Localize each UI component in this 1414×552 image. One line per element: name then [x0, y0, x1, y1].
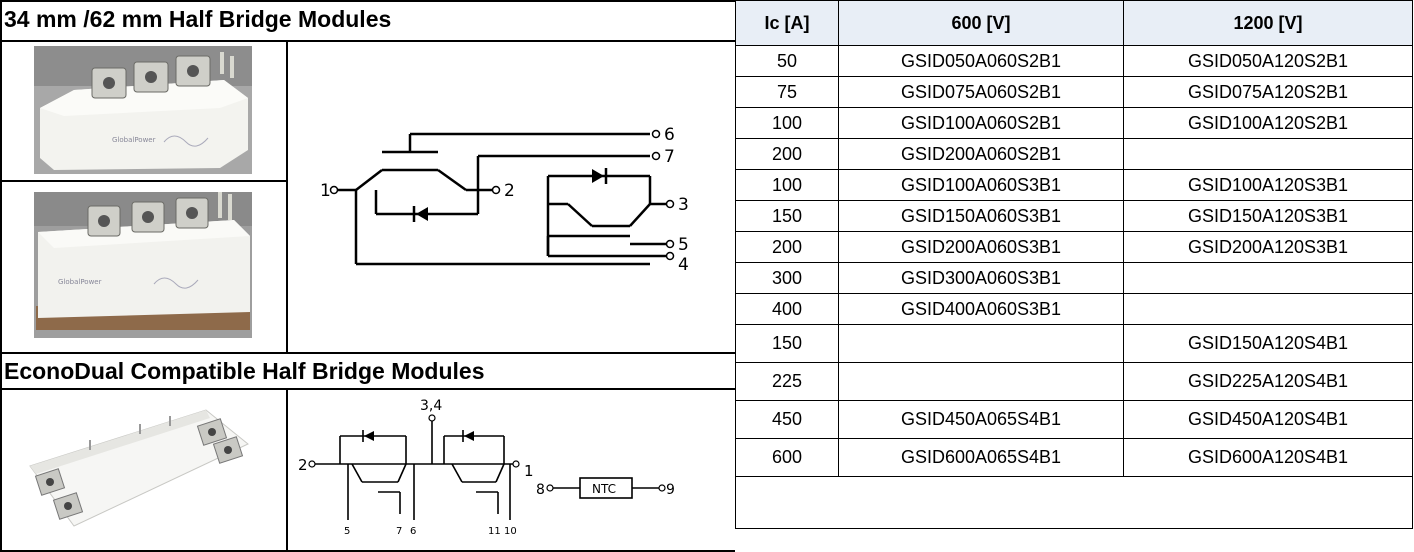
- photo-divider: [0, 180, 287, 182]
- pin-label-4: 4: [678, 255, 689, 275]
- pin-label-5b: 5: [344, 526, 350, 537]
- cell-1200v: GSID600A120S4B1: [1123, 438, 1413, 477]
- cell-1200v: [1123, 138, 1413, 170]
- frame-top: [0, 0, 735, 2]
- cell-1200v: GSID150A120S3B1: [1123, 200, 1413, 232]
- cell-600v: GSID075A060S2B1: [838, 76, 1124, 108]
- section-title-econodual: EconoDual Compatible Half Bridge Modules: [4, 358, 485, 384]
- pin-label-1: 1: [320, 181, 331, 201]
- section2-top-divider: [0, 352, 735, 354]
- pin-label-1b: 1: [524, 462, 534, 480]
- module-brand-text-2: GlobalPower: [58, 278, 102, 286]
- photo-column-divider-2: [286, 388, 288, 552]
- pin-label-2b: 2: [298, 456, 308, 474]
- pin-label-6: 6: [664, 125, 675, 145]
- table-row-empty: [735, 476, 1413, 529]
- frame-bottom: [0, 550, 735, 552]
- header-current: Ic [A]: [735, 0, 839, 46]
- cell-1200v: GSID100A120S3B1: [1123, 169, 1413, 201]
- cell-current: 400: [735, 293, 839, 325]
- table-row: 150 GSID150A120S4B1: [735, 324, 1413, 363]
- cell-current: 600: [735, 438, 839, 477]
- half-bridge-schematic-34-62mm: 1 2 3 4 5 6 7: [320, 125, 689, 275]
- section-title-half-bridge: 34 mm /62 mm Half Bridge Modules: [4, 6, 392, 32]
- cell-1200v: GSID050A120S2B1: [1123, 45, 1413, 77]
- module-photo-34mm: GlobalPower: [34, 46, 252, 174]
- cell-empty: [735, 476, 1413, 529]
- cell-1200v: GSID225A120S4B1: [1123, 362, 1413, 401]
- module-overview-panel: 34 mm /62 mm Half Bridge Modules GlobalP…: [0, 0, 735, 552]
- pin-label-2: 2: [504, 181, 515, 201]
- header-1200v: 1200 [V]: [1123, 0, 1413, 46]
- table-row: 225 GSID225A120S4B1: [735, 362, 1413, 401]
- cell-1200v: GSID200A120S3B1: [1123, 231, 1413, 263]
- module-photo-econodual: [29, 409, 249, 527]
- cell-600v: GSID600A065S4B1: [838, 438, 1124, 477]
- photo-column-divider-1: [286, 40, 288, 352]
- cell-1200v: GSID075A120S2B1: [1123, 76, 1413, 108]
- cell-1200v: [1123, 293, 1413, 325]
- cell-600v: GSID150A060S3B1: [838, 200, 1124, 232]
- cell-current: 150: [735, 324, 839, 363]
- cell-current: 200: [735, 231, 839, 263]
- pin-label-9: 9: [666, 482, 675, 498]
- cell-600v: [838, 362, 1124, 401]
- pin-label-7: 7: [664, 147, 675, 167]
- section2-title-divider: [0, 388, 735, 390]
- table-header-row: Ic [A] 600 [V] 1200 [V]: [735, 0, 1413, 46]
- cell-600v: GSID400A060S3B1: [838, 293, 1124, 325]
- module-brand-text: GlobalPower: [112, 136, 156, 144]
- cell-600v: GSID100A060S2B1: [838, 107, 1124, 139]
- half-bridge-schematic-econodual: 2 1 8 9 3,4 5 7 6 11 10 NTC: [298, 398, 675, 537]
- cell-current: 100: [735, 107, 839, 139]
- cell-current: 225: [735, 362, 839, 401]
- pin-label-7b: 7: [396, 526, 402, 537]
- cell-600v: GSID200A060S3B1: [838, 231, 1124, 263]
- cell-1200v: GSID150A120S4B1: [1123, 324, 1413, 363]
- pin-label-3-4: 3,4: [420, 398, 442, 414]
- header-600v: 600 [V]: [838, 0, 1124, 46]
- cell-600v: GSID300A060S3B1: [838, 262, 1124, 294]
- cell-current: 300: [735, 262, 839, 294]
- pin-label-11: 11: [488, 526, 501, 537]
- cell-600v: [838, 324, 1124, 363]
- cell-1200v: GSID100A120S2B1: [1123, 107, 1413, 139]
- cell-600v: GSID450A065S4B1: [838, 400, 1124, 439]
- ntc-label: NTC: [592, 482, 616, 496]
- pin-label-8: 8: [536, 482, 545, 498]
- cell-600v: GSID050A060S2B1: [838, 45, 1124, 77]
- cell-current: 150: [735, 200, 839, 232]
- pin-label-10: 10: [504, 526, 517, 537]
- cell-600v: GSID100A060S3B1: [838, 169, 1124, 201]
- cell-current: 75: [735, 76, 839, 108]
- cell-1200v: GSID450A120S4B1: [1123, 400, 1413, 439]
- pin-label-3: 3: [678, 195, 689, 215]
- cell-current: 50: [735, 45, 839, 77]
- cell-current: 100: [735, 169, 839, 201]
- pin-label-5: 5: [678, 235, 689, 255]
- frame-left: [0, 0, 2, 552]
- module-photo-62mm: GlobalPower: [34, 192, 252, 338]
- cell-current: 450: [735, 400, 839, 439]
- pin-label-6b: 6: [410, 526, 416, 537]
- cell-1200v: [1123, 262, 1413, 294]
- cell-600v: GSID200A060S2B1: [838, 138, 1124, 170]
- cell-current: 200: [735, 138, 839, 170]
- section1-title-divider: [0, 40, 735, 42]
